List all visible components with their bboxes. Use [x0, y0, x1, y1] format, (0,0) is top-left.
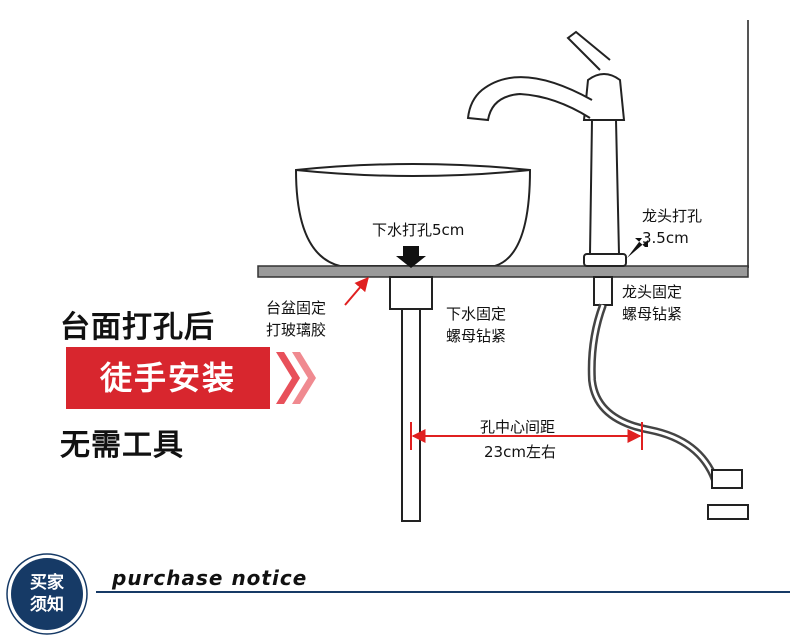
- basin-glue-label: 打玻璃胶: [266, 321, 327, 339]
- faucet-column: [588, 119, 621, 255]
- angle-valve: [711, 469, 743, 489]
- center-distance-value: 23cm左右: [484, 443, 556, 461]
- faucet-hole-label: 龙头打孔: [642, 207, 703, 225]
- wall-pipe: [707, 504, 749, 520]
- center-distance-label: 孔中心间距: [480, 418, 556, 436]
- drain-hole-arrow: [396, 246, 426, 268]
- notice-badge: [11, 558, 83, 630]
- basin-fix-label: 台盆固定: [266, 299, 327, 317]
- promo-highlight-banner: 徒手安装: [66, 347, 270, 409]
- drain-hole-label: 下水打孔5cm: [372, 221, 465, 239]
- faucet-nut-tighten-label: 螺母钻紧: [622, 305, 683, 323]
- faucet-nut: [593, 276, 613, 306]
- basin-rim: [295, 169, 531, 177]
- notice-badge-line-1: 买家: [30, 573, 64, 593]
- faucet-handle: [566, 30, 611, 71]
- faucet-hole-size: 3.5cm: [642, 229, 689, 247]
- faucet-hole-arrow: [627, 238, 648, 258]
- drain-nut: [389, 276, 433, 310]
- notice-badge-ring: [6, 553, 88, 635]
- notice-badge-text: 买家 须知: [18, 572, 76, 616]
- notice-title: purchase notice: [112, 566, 308, 590]
- faucet-nut-label: 龙头固定: [622, 283, 683, 301]
- vessel-basin: [294, 163, 532, 267]
- countertop: [257, 265, 749, 278]
- drain-pipe: [401, 308, 421, 522]
- promo-line-1: 台面打孔后: [60, 310, 215, 345]
- chevron-icon: [292, 352, 316, 404]
- faucet-spout: [466, 76, 593, 122]
- faucet-cap: [582, 73, 626, 121]
- promo-line-3: 无需工具: [60, 428, 184, 463]
- supply-hose-core: [590, 304, 717, 481]
- glue-arrow: [344, 276, 369, 306]
- notice-badge-line-2: 须知: [30, 595, 64, 615]
- drain-nut-tighten-label: 螺母钻紧: [446, 327, 507, 345]
- drain-nut-label: 下水固定: [446, 305, 507, 323]
- chevron-icon: [276, 352, 300, 404]
- faucet-base: [583, 253, 627, 267]
